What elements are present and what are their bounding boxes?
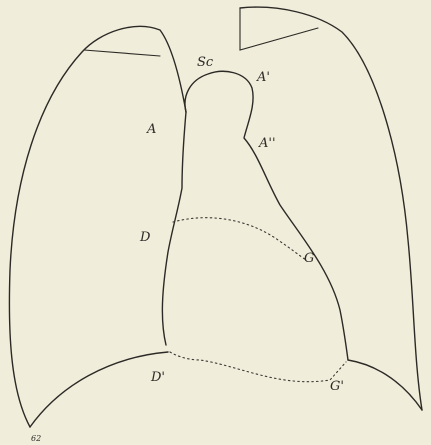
dotted-line-d-g: [173, 218, 306, 260]
label-g-prime: G': [330, 379, 344, 394]
label-a: A: [146, 122, 156, 137]
label-d: D: [139, 230, 151, 245]
label-sc: Sc: [197, 55, 214, 70]
left-lung-apex-line: [84, 50, 160, 56]
right-lung-outline: [240, 7, 422, 410]
label-a-prime: A': [256, 70, 270, 85]
label-d-prime: D': [150, 370, 165, 385]
dotted-line-dprime-gprime: [170, 352, 346, 382]
right-lung-base: [348, 360, 422, 410]
label-a-double-prime: A'': [258, 136, 276, 151]
figure-number: 62: [31, 434, 41, 443]
heart-outline: [185, 71, 348, 360]
left-lung-outline: [9, 26, 186, 427]
heart-left-border: [162, 112, 186, 345]
label-g: G: [304, 251, 314, 266]
left-lung-base: [30, 352, 168, 427]
